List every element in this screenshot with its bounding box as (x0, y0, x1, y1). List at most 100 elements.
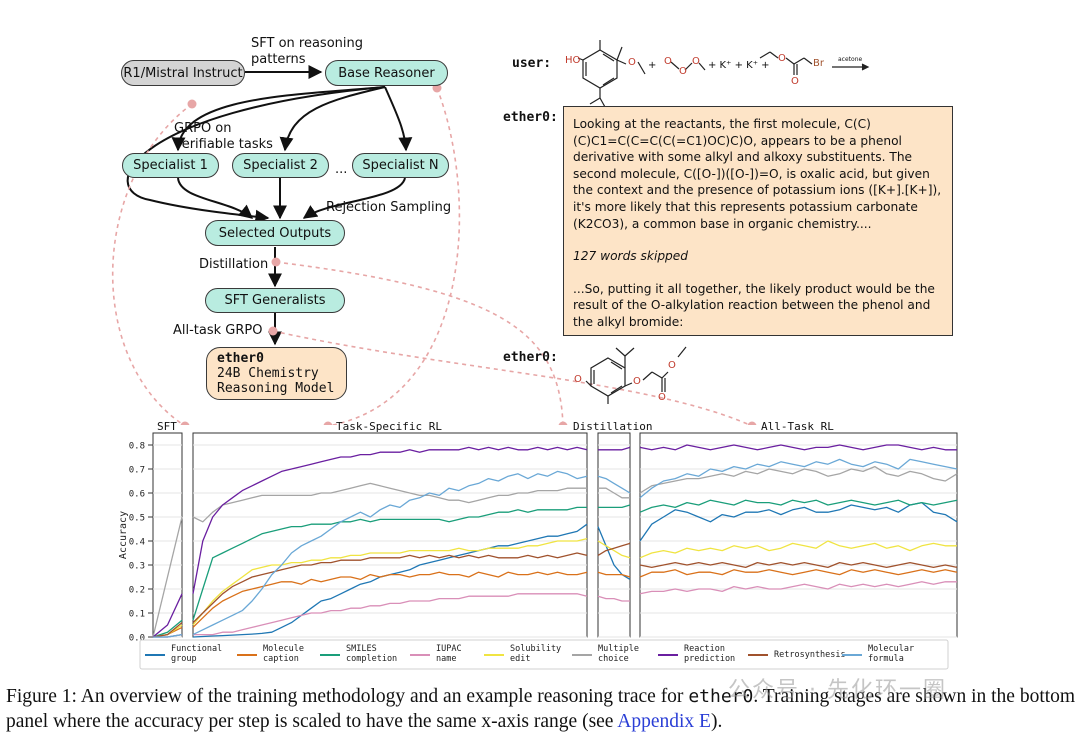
legend-label2-6: prediction (684, 654, 735, 664)
product-o-label-2: O (633, 376, 641, 387)
legend-label-5: Multiple (598, 644, 639, 654)
stage-label-3: Distillation (573, 420, 652, 433)
legend-label2-4: edit (510, 654, 530, 664)
y-axis-label: Accuracy (118, 511, 129, 559)
legend-label-2: SMILES (346, 644, 377, 654)
label-sft-reasoning-2: patterns (251, 52, 306, 67)
series-line-7-stage-4 (639, 561, 958, 569)
legend-label-6: Reaction (684, 644, 725, 654)
reaction-acetone-label: acetone (838, 56, 863, 63)
ether0-model-subtitle-1: 24B Chemistry (217, 366, 319, 381)
series-line-5-stage-1 (152, 516, 183, 638)
dot-distill-source (271, 257, 281, 267)
ytick-label-3: 0.3 (129, 562, 145, 572)
legend-label-0: Functional (171, 644, 222, 654)
stage-panel-2 (192, 432, 588, 638)
legend-label2-1: caption (263, 654, 299, 664)
ytick-label-6: 0.6 (129, 490, 145, 500)
legend-label-8: Molecular (868, 644, 914, 654)
series-line-2-stage-2 (192, 506, 587, 621)
series-line-5-stage-4 (639, 465, 958, 494)
label-grpo-2: verifiable tasks (174, 137, 273, 152)
node-sft-generalists: SFT Generalists (205, 288, 345, 313)
label-distillation: Distillation (199, 257, 269, 272)
node-r1-mistral: R1/Mistral Instruct (121, 60, 245, 86)
legend-label2-5: choice (598, 654, 629, 664)
caption-code: ether0 (688, 686, 754, 707)
label-sft-reasoning-1: SFT on reasoning (251, 36, 363, 51)
specialists-ellipsis: ... (335, 162, 348, 177)
dashed-link-distillation (275, 261, 564, 427)
dashed-link-task-specific (327, 87, 461, 427)
node-ether0-model: ether0 24B Chemistry Reasoning Model (206, 347, 347, 400)
ether0-label: ether0: (503, 110, 558, 125)
node-specialist-n: Specialist N (352, 153, 449, 178)
legend-label-4: Solubility (510, 644, 561, 654)
ytick-label-2: 0.2 (129, 586, 145, 596)
legend-label-1: Molecule (263, 644, 304, 654)
series-line-8-stage-1 (153, 633, 183, 638)
arrow-base-to-selected-loop (126, 86, 386, 224)
series-line-4-stage-3 (597, 540, 631, 559)
reactant-o-label-5: O (778, 53, 786, 64)
series-line-8-stage-4 (639, 458, 958, 499)
series-line-7-stage-2 (192, 552, 588, 624)
watermark: 公众号 · 先化环一圈 (728, 678, 947, 703)
ytick-label-7: 0.7 (129, 466, 145, 476)
series-line-6-stage-4 (639, 444, 957, 451)
ether0-label-product: ether0: (503, 350, 558, 365)
series-line-6-stage-2 (192, 446, 588, 594)
legend-label2-2: completion (346, 654, 397, 664)
stage-label-2: Task-Specific RL (336, 420, 442, 433)
series-line-1-stage-2 (192, 571, 588, 628)
product-o-label-4: O (668, 360, 676, 371)
stage-label-1: SFT (157, 420, 177, 433)
series-line-6-stage-3 (598, 446, 631, 451)
series-line-2-stage-1 (152, 619, 183, 638)
product-o-label-3: O (658, 392, 666, 403)
stage-panel-4 (639, 432, 958, 638)
legend-label-7: Retrosynthesis (774, 650, 846, 660)
reactant-o-label-6: O (791, 76, 799, 87)
node-base-reasoner: Base Reasoner (325, 60, 448, 86)
node-specialist-1: Specialist 1 (122, 153, 219, 178)
trace-skipped: 127 words skipped (573, 249, 689, 264)
ytick-label-8: 0.8 (129, 442, 145, 452)
label-rejection-sampling: Rejection Sampling (326, 200, 452, 215)
product-o-label-1: O (574, 374, 582, 385)
legend-label2-3: name (436, 654, 456, 664)
series-line-1-stage-4 (639, 569, 958, 578)
label-all-task-grpo: All-task GRPO (173, 323, 263, 338)
ether0-model-title: ether0 (217, 351, 264, 366)
series-line-3-stage-4 (639, 581, 957, 595)
series-line-4-stage-4 (639, 540, 957, 559)
stage-label-4: All-Task RL (761, 420, 834, 433)
dot-sft-source (187, 99, 197, 109)
series-line-0-stage-3 (597, 526, 631, 580)
legend-label2-0: group (171, 654, 197, 664)
caption-appendix-link[interactable]: Appendix E (617, 711, 711, 732)
series-line-2-stage-4 (639, 499, 958, 513)
series-line-5-stage-3 (598, 487, 630, 499)
series-line-2-stage-3 (598, 504, 631, 509)
caption-text-1: Figure 1: An overview of the training me… (6, 686, 689, 707)
dashed-link-sft (111, 103, 193, 427)
label-grpo-1: GRPO on (174, 121, 232, 136)
ytick-label-0: 0.0 (129, 634, 145, 644)
dashed-link-alltask (272, 330, 753, 427)
series-line-3-stage-3 (597, 595, 630, 602)
series-line-7-stage-3 (597, 542, 631, 556)
arrow-spec1-to-selected (177, 177, 254, 219)
series-line-4-stage-2 (192, 537, 588, 626)
series-line-3-stage-2 (193, 593, 588, 636)
arrow-base-to-specn (384, 86, 413, 152)
series-line-0-stage-4 (639, 501, 958, 542)
ytick-label-4: 0.4 (129, 538, 145, 548)
series-line-5-stage-2 (192, 482, 587, 523)
stage-panel-3 (597, 432, 631, 638)
figure-caption: Figure 1: An overview of the training me… (6, 684, 1076, 734)
reactant-o-label-2: O (664, 56, 672, 67)
reactant-o-label-3: O (679, 66, 687, 77)
